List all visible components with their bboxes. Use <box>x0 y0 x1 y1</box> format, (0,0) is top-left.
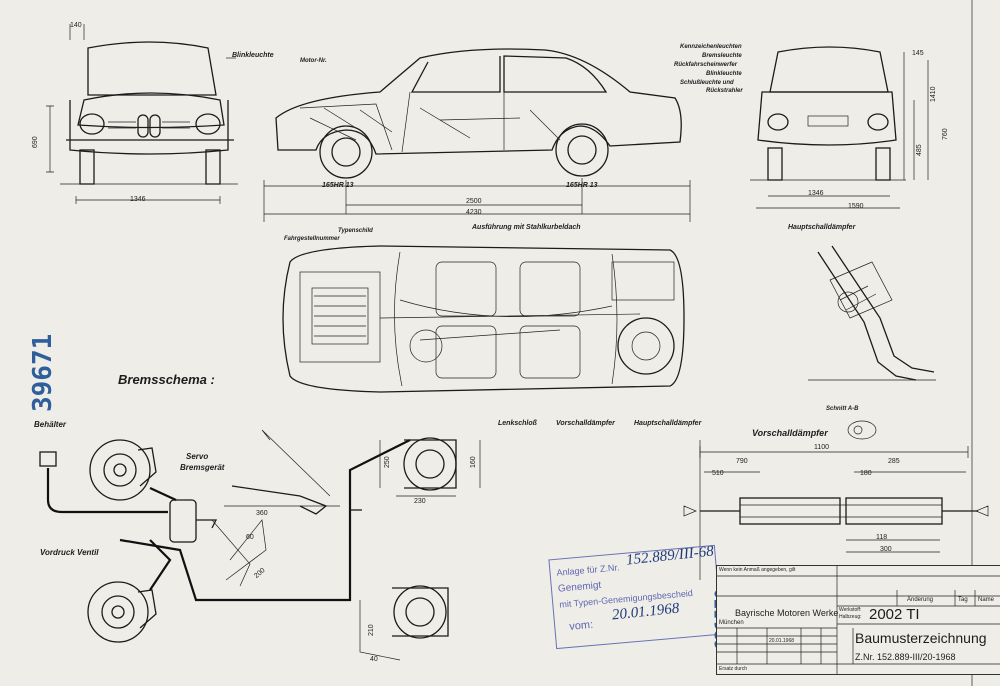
label-bremsschema: Bremsschema : <box>118 372 215 387</box>
dim-140: 140 <box>70 22 82 29</box>
stamp-line-1: Anlage für Z.Nr. <box>556 562 620 578</box>
label-ersatz: Ersatz durch <box>719 666 748 672</box>
label-ausfuehrung: Ausführung mit Stahlkurbeldach <box>472 224 581 231</box>
model-name: 2002 TI <box>869 606 920 623</box>
label-vorschalldaempfer: Vorschalldämpfer <box>556 420 615 427</box>
dim-300: 300 <box>880 546 892 553</box>
label-lenkschloss: Lenkschloß <box>498 420 537 427</box>
serial-number-left: 39671 <box>28 333 58 412</box>
label-bremsleuchte: Bremsleuchte <box>702 53 742 59</box>
label-hauptschalldaempfer-detail: Hauptschalldämpfer <box>788 224 856 231</box>
dim-285: 285 <box>888 458 900 465</box>
dim-250: 250 <box>384 456 391 468</box>
dim-145: 145 <box>912 50 924 57</box>
label-vordruck-ventil: Vordruck Ventil <box>40 548 99 557</box>
dim-485: 485 <box>916 144 923 156</box>
dim-760: 760 <box>942 128 949 140</box>
dim-tyre-rear: 165HR 13 <box>566 182 598 189</box>
pre-muffler-detail <box>683 440 989 580</box>
dim-tyre-front: 165HR 13 <box>322 182 354 189</box>
label-werkstoff: Werkstoff: <box>839 607 862 613</box>
drawing-type: Baumusterzeichnung <box>855 630 987 646</box>
label-vorschalldaempfer-title: Vorschalldämpfer <box>752 428 828 438</box>
dim-210: 210 <box>368 624 375 636</box>
label-halbzeug: Halbzeug: <box>839 614 862 620</box>
label-kennzeichenleuchten: Kennzeichenleuchten <box>680 44 742 50</box>
dim-40: 40 <box>370 656 378 663</box>
company-name: Bayrische Motoren Werke <box>735 608 839 618</box>
label-behaelter: Behälter <box>34 420 67 429</box>
label-blinkleuchte-rear: Blinkleuchte <box>706 71 742 77</box>
column-name: Name <box>978 597 995 603</box>
label-fahrgestellnummer: Fahrgestellnummer <box>284 236 340 242</box>
dim-360: 360 <box>256 510 268 517</box>
dim-790: 790 <box>736 458 748 465</box>
side-view <box>263 48 691 222</box>
label-servo: Servo <box>186 452 209 461</box>
drawing-number: Z.Nr. 152.889-III/20-1968 <box>855 652 956 662</box>
brake-schema <box>39 429 481 661</box>
dim-1590: 1590 <box>848 203 864 210</box>
label-rueckstrahler: Rückstrahler <box>706 88 743 94</box>
dim-510: 510 <box>712 470 724 477</box>
label-motor-nr: Motor-Nr. <box>300 58 327 64</box>
dim-1410: 1410 <box>930 86 937 102</box>
dim-118: 118 <box>876 534 888 541</box>
muffler-detail <box>808 245 936 440</box>
title-block: Wenn kein Anmaß angegeben, gilt Bayrisch… <box>716 565 1000 675</box>
dim-1100: 1100 <box>814 444 830 451</box>
label-typenschild: Typenschild <box>338 228 373 234</box>
stamp-line-4: vom: <box>568 618 594 633</box>
title-block-note: Wenn kein Anmaß angegeben, gilt <box>719 567 796 573</box>
company-city: München <box>719 620 744 626</box>
rear-view <box>750 46 929 209</box>
drawing-date: 20.01.1968 <box>769 638 795 644</box>
dim-230: 230 <box>414 498 426 505</box>
dim-2500: 2500 <box>466 198 482 205</box>
dim-690: 690 <box>32 136 39 148</box>
label-schlussleuchte: Schlußleuchte und <box>680 80 734 86</box>
dim-160: 160 <box>470 456 477 468</box>
label-schnitt: Schnitt A-B <box>826 406 859 412</box>
top-view <box>282 245 685 393</box>
label-hauptschalldaempfer: Hauptschalldämpfer <box>634 420 702 427</box>
dim-60: 60 <box>246 534 254 541</box>
label-rueckfahrscheinwerfer: Rückfahrscheinwerfer <box>674 62 738 68</box>
column-tag: Tag <box>958 597 968 603</box>
column-aenderung: Änderung <box>907 597 934 603</box>
label-bremsgeraet: Bremsgerät <box>180 463 225 472</box>
dim-180: 180 <box>860 470 872 477</box>
dim-4230: 4230 <box>466 209 482 216</box>
dim-1346-rear: 1346 <box>808 190 824 197</box>
stamp-line-2: Genemigt <box>557 579 602 595</box>
front-view <box>46 24 238 204</box>
title-block-grid <box>717 566 1000 674</box>
dim-1346-front: 1346 <box>130 196 146 203</box>
label-blinkleuchte: Blinkleuchte <box>232 52 274 59</box>
